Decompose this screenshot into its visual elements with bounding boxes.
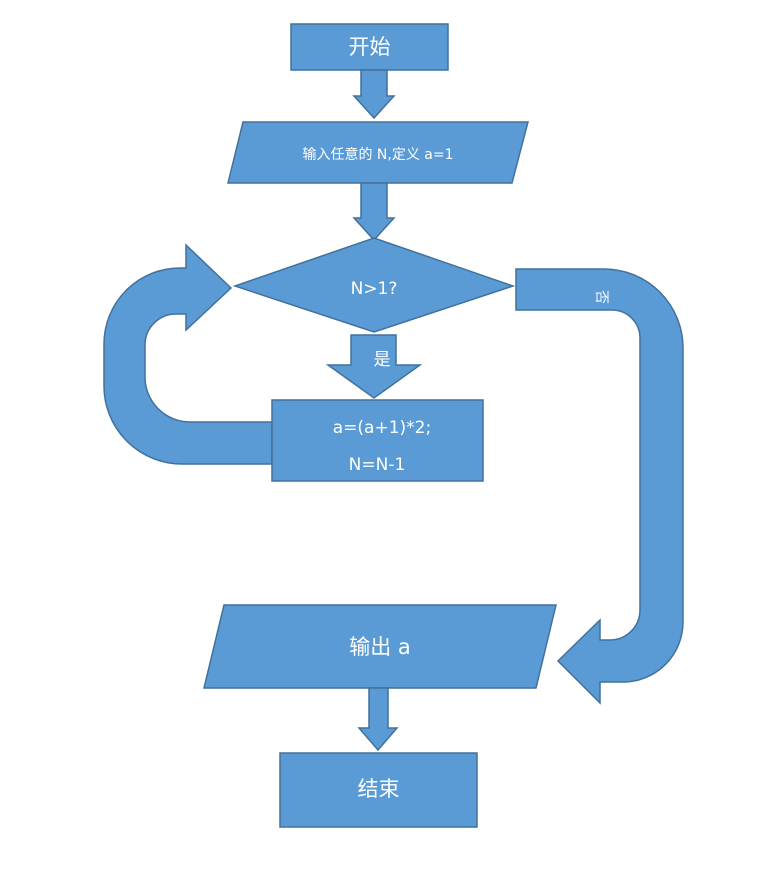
decision-label: N>1? (351, 279, 398, 299)
arrow-input-to-decision (352, 182, 396, 242)
arrow-start-to-input (352, 69, 396, 120)
process-box (271, 399, 484, 482)
loop-back-arrow (103, 243, 273, 465)
input-label: 输入任意的 N,定义 a=1 (302, 146, 453, 163)
start-label: 开始 (349, 35, 391, 59)
no-label: 否 (593, 290, 609, 304)
decision-diamond (232, 237, 516, 333)
arrow-output-to-end (357, 687, 399, 752)
end-label: 结束 (358, 777, 400, 801)
process-line1: a=(a+1)*2; (333, 418, 431, 438)
arrow-yes (325, 334, 423, 399)
input-parallelogram (227, 121, 529, 184)
start-box (290, 23, 449, 71)
process-line2: N=N-1 (349, 455, 406, 475)
end-box (279, 752, 478, 828)
yes-label: 是 (374, 350, 391, 370)
output-label: 输出 a (349, 635, 411, 659)
output-parallelogram (203, 604, 557, 689)
arrow-no (515, 268, 684, 705)
